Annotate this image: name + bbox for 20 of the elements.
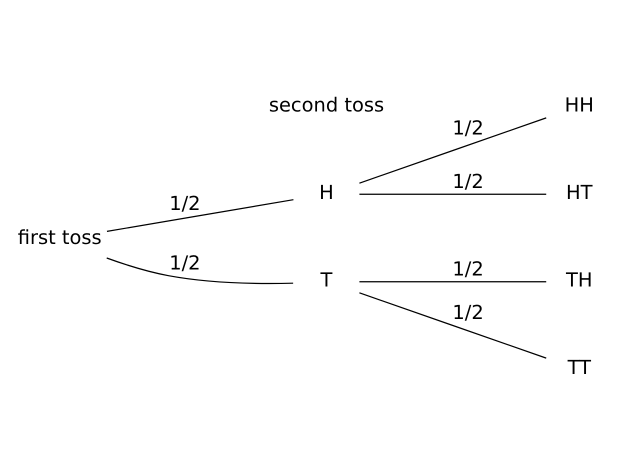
connector	[359, 280, 546, 282]
node-text: HT	[566, 180, 593, 204]
node-text: H	[319, 180, 334, 204]
edge-label: 1/2	[452, 116, 484, 139]
connector	[106, 256, 294, 284]
edge-label: 1/2	[169, 250, 201, 274]
connector	[359, 292, 546, 358]
node-text: T	[320, 268, 332, 291]
node-text: first toss	[18, 225, 102, 248]
edge-label: 1/2	[169, 191, 201, 214]
node-text: TH	[566, 268, 593, 291]
connector	[106, 198, 294, 232]
node-text: TT	[568, 355, 591, 378]
edge-label: 1/2	[452, 256, 484, 280]
connector	[359, 193, 546, 194]
connector	[359, 116, 546, 184]
edge-label: 1/2	[452, 300, 484, 324]
node-text: HH	[564, 92, 594, 116]
edge-label: 1/2	[452, 169, 484, 192]
label: second toss	[268, 92, 384, 116]
